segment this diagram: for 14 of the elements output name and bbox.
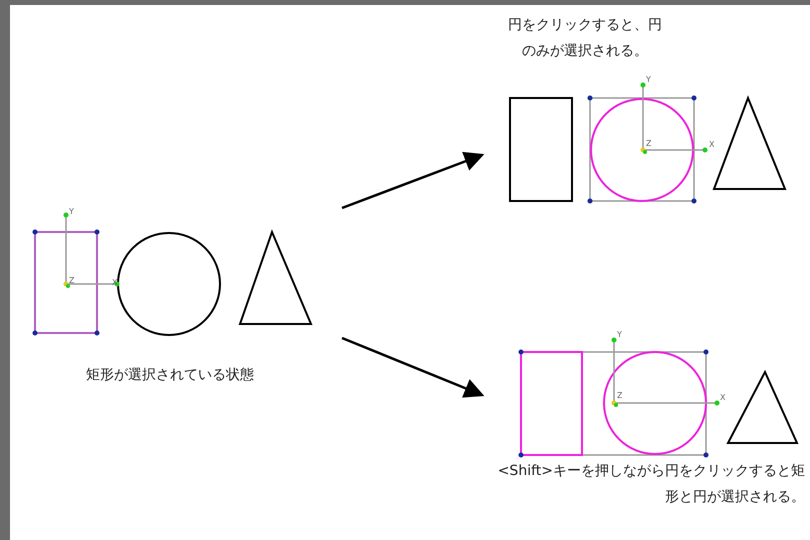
axis-letter: X: [709, 141, 714, 149]
node-label: 円をクリックすると、円のみが選択される。: [507, 16, 663, 61]
axis-letter: Y: [646, 76, 651, 84]
axis-letter: Z: [646, 140, 652, 148]
axis-letter: Z: [617, 392, 622, 400]
node-label: 矩形が選択されている状態: [85, 366, 255, 385]
arrow: [342, 152, 484, 210]
axis-letter: Z: [69, 277, 74, 285]
arrow: [342, 336, 484, 398]
node-label: <Shift>キーを押しながら円をクリックすると矩形と円が選択される。: [496, 462, 805, 507]
axis-letter: Y: [69, 208, 74, 216]
axis-letter: X: [112, 279, 118, 287]
axis-letter: Y: [617, 331, 622, 339]
axis-letter: X: [720, 394, 726, 402]
